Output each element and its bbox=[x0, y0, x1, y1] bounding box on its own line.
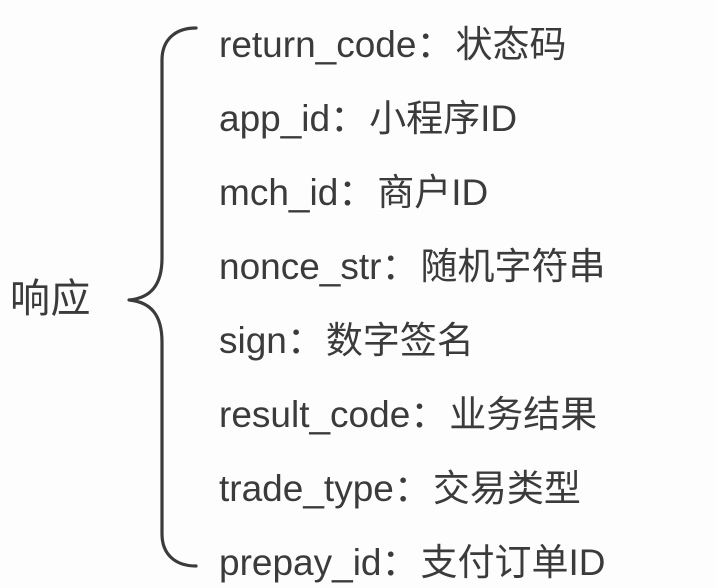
item-key: mch_id bbox=[219, 172, 339, 213]
item-key: app_id bbox=[219, 98, 331, 139]
list-item: app_id：小程序ID bbox=[219, 82, 689, 156]
item-key: prepay_id bbox=[219, 542, 382, 583]
list-item: prepay_id：支付订单ID bbox=[219, 526, 689, 588]
list-item: result_code：业务结果 bbox=[219, 378, 689, 452]
root-node-label: 响应 bbox=[10, 277, 91, 321]
list-item: nonce_str：随机字符串 bbox=[219, 230, 689, 304]
item-separator: ： bbox=[338, 172, 376, 213]
item-key: sign bbox=[219, 320, 287, 361]
list-item: return_code：状态码 bbox=[219, 8, 689, 82]
item-key: result_code bbox=[219, 394, 411, 435]
leaf-item-list: return_code：状态码 app_id：小程序ID mch_id：商户ID… bbox=[219, 8, 689, 588]
item-value: 随机字符串 bbox=[420, 246, 606, 287]
list-item: trade_type：交易类型 bbox=[219, 452, 689, 526]
item-value: 状态码 bbox=[455, 24, 567, 65]
item-key: return_code bbox=[219, 24, 417, 65]
item-separator: ： bbox=[330, 98, 368, 139]
item-separator: ： bbox=[381, 542, 419, 583]
item-value: 业务结果 bbox=[449, 394, 598, 435]
item-value: 数字签名 bbox=[325, 320, 474, 361]
list-item: mch_id：商户ID bbox=[219, 156, 689, 230]
list-item: sign：数字签名 bbox=[219, 304, 689, 378]
item-value: 商户ID bbox=[377, 172, 489, 213]
item-value: 小程序ID bbox=[369, 98, 518, 139]
curly-brace-connector bbox=[127, 26, 198, 568]
item-separator: ： bbox=[416, 24, 454, 65]
item-key: trade_type bbox=[219, 468, 394, 509]
item-value: 支付订单ID bbox=[420, 542, 606, 583]
item-value: 交易类型 bbox=[432, 468, 581, 509]
item-separator: ： bbox=[381, 246, 419, 287]
item-separator: ： bbox=[286, 320, 324, 361]
item-separator: ： bbox=[410, 394, 448, 435]
item-separator: ： bbox=[393, 468, 431, 509]
item-key: nonce_str bbox=[219, 246, 382, 287]
